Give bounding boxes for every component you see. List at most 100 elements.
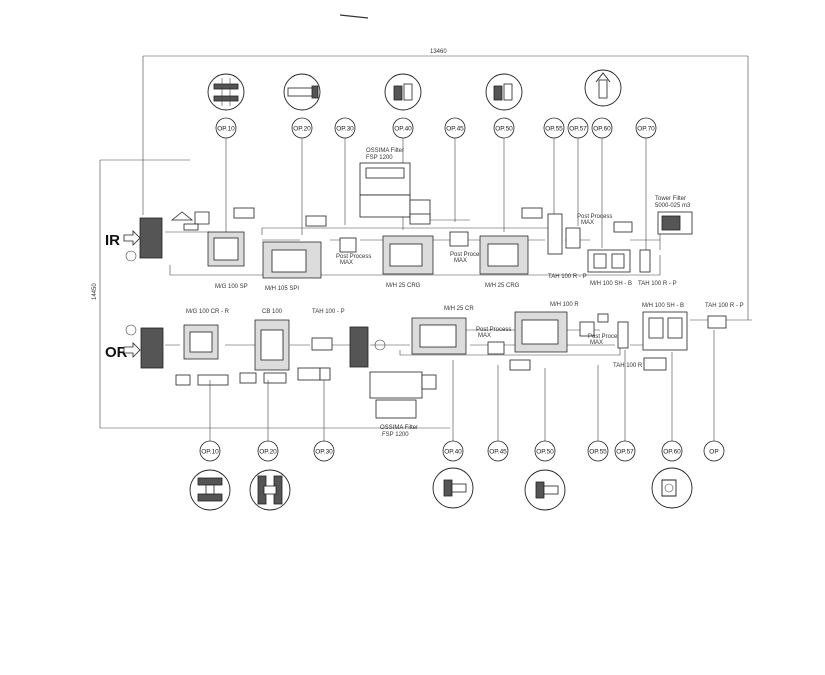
top-op-tag-4: OP.45 (444, 117, 466, 222)
note-label: MAX (581, 220, 594, 226)
bottom-op-label: OP (709, 448, 718, 455)
top-op-label: OP.10 (217, 125, 235, 132)
detail-circle (584, 69, 622, 107)
note-label: 5000-025 m3 (655, 203, 691, 209)
machine-op30-or (311, 337, 333, 351)
bottom-op-tag-8: OP.60 (661, 352, 683, 462)
bottom-op-tag-4: OP.45 (487, 365, 509, 462)
note-label: OSSIMA Filter (380, 425, 418, 431)
machine-label: CB 100 (262, 309, 283, 315)
bottom-op-label: OP.50 (536, 448, 554, 455)
filter-unit-bottom (369, 371, 423, 399)
bottom-op-label: OP.30 (315, 448, 333, 455)
note-label: Post Process (577, 214, 612, 220)
machine-label: M/G 100 CR - R (186, 309, 230, 315)
machine-op55 (547, 213, 563, 255)
machine-label: TAH 100 R - P (705, 303, 744, 309)
top-op-tag-2: OP.30 (334, 117, 356, 225)
top-op-label: OP.50 (495, 125, 513, 132)
bottom-op-tag-3: OP.40 (442, 360, 464, 462)
top-op-label: OP.70 (637, 125, 655, 132)
detail-circle (283, 73, 321, 111)
detail-circle (249, 469, 291, 511)
top-op-tags: OP.10 OP.20 OP.30 OP.40 OP.45 OP.50 OP.55 OP.57… (215, 117, 657, 250)
note-label: Tower Filter (655, 196, 686, 202)
top-op-label: OP.45 (446, 125, 464, 132)
bottom-op-tag-5: OP.50 (534, 368, 556, 462)
note-label: MAX (478, 333, 491, 339)
machine-label: M/H 100 R (550, 302, 579, 308)
note-label: Post Process (476, 327, 511, 333)
ir-process-line: M/G 100 SP M/H 105 SPI Post Process MAX … (125, 148, 693, 292)
bottom-op-label: OP.60 (663, 448, 681, 455)
detail-circle (524, 469, 566, 511)
top-op-label: OP.57 (569, 125, 587, 132)
stray-stroke (339, 14, 369, 19)
top-op-label: OP.40 (394, 125, 412, 132)
machine-label: M/H 100 SH - B (642, 303, 684, 309)
machine-label: TAH 100 R - P (548, 274, 587, 280)
top-op-label: OP.20 (293, 125, 311, 132)
machine-label: TAH 100 - P (312, 309, 345, 315)
machine-op70-or (707, 315, 727, 329)
or-line-label: OR (105, 344, 128, 361)
top-op-tag-8: OP.60 (591, 117, 613, 248)
detail-circle (485, 73, 523, 111)
detail-circle (432, 467, 474, 509)
note-label: Post Process (588, 334, 623, 340)
or-input-bin (140, 327, 164, 369)
detail-circle (189, 469, 231, 511)
note-label: Post Process (450, 252, 485, 258)
machine-op70 (639, 249, 651, 273)
height-dimension: 14450 (92, 283, 98, 300)
bottom-op-tag-6: OP.55 (587, 365, 609, 462)
note-label: OSSIMA Filter (366, 148, 404, 154)
machine-label: TAH 100 R - P (613, 363, 652, 369)
ir-arrow-icon (123, 230, 141, 246)
top-op-tag-6: OP.55 (543, 117, 565, 216)
machine-label: M/H 25 CRG (485, 283, 520, 289)
detail-circle (207, 73, 245, 111)
top-detail-circles (207, 69, 622, 111)
note-label: MAX (454, 258, 467, 264)
top-op-label: OP.55 (545, 125, 563, 132)
detail-circle (651, 467, 693, 509)
bottom-op-tag-2: OP.30 (313, 380, 335, 462)
machine-op55-or (617, 321, 629, 349)
top-op-label: OP.60 (593, 125, 611, 132)
bottom-op-label: OP.57 (616, 448, 634, 455)
ir-line-label: IR (105, 232, 120, 249)
bottom-detail-circles (189, 467, 693, 511)
width-dimension: 13460 (430, 49, 447, 55)
bottom-op-tag-9: OP (703, 330, 725, 462)
dimension-lines: 13460 14450 (92, 49, 749, 429)
machine-label: M/H 25 CR (444, 306, 474, 312)
or-process-line: M/G 100 CR - R CB 100 TAH 100 - P OSSIMA… (125, 302, 752, 438)
machine-label: TAH 100 R - P (638, 281, 677, 287)
bottom-op-label: OP.40 (444, 448, 462, 455)
or-wash-bin (349, 326, 369, 368)
bottom-op-tag-1: OP.20 (257, 380, 279, 462)
top-op-tag-0: OP.10 (215, 117, 237, 232)
top-op-tag-9: OP.70 (635, 117, 657, 250)
note-label: MAX (340, 260, 353, 266)
note-label: MAX (590, 340, 603, 346)
bottom-op-tag-0: OP.10 (199, 380, 221, 462)
machine-label: M/H 100 SH - B (590, 281, 632, 287)
detail-circle (384, 73, 422, 111)
ir-input-bin (139, 217, 163, 259)
bottom-op-tag-7: OP.57 (614, 350, 636, 462)
bottom-op-label: OP.20 (259, 448, 277, 455)
top-op-tag-1: OP.20 (291, 117, 313, 235)
bottom-op-label: OP.45 (489, 448, 507, 455)
bottom-op-label: OP.55 (589, 448, 607, 455)
machine-label: M/H 105 SPI (265, 286, 299, 292)
note-label: Post Process (336, 254, 371, 260)
top-op-tag-7: OP.57 (567, 117, 589, 226)
machine-label: M/H 25 CRG (386, 283, 421, 289)
top-op-label: OP.30 (336, 125, 354, 132)
machine-label: M/G 100 SP (215, 284, 248, 290)
top-op-tag-5: OP.50 (493, 117, 515, 232)
